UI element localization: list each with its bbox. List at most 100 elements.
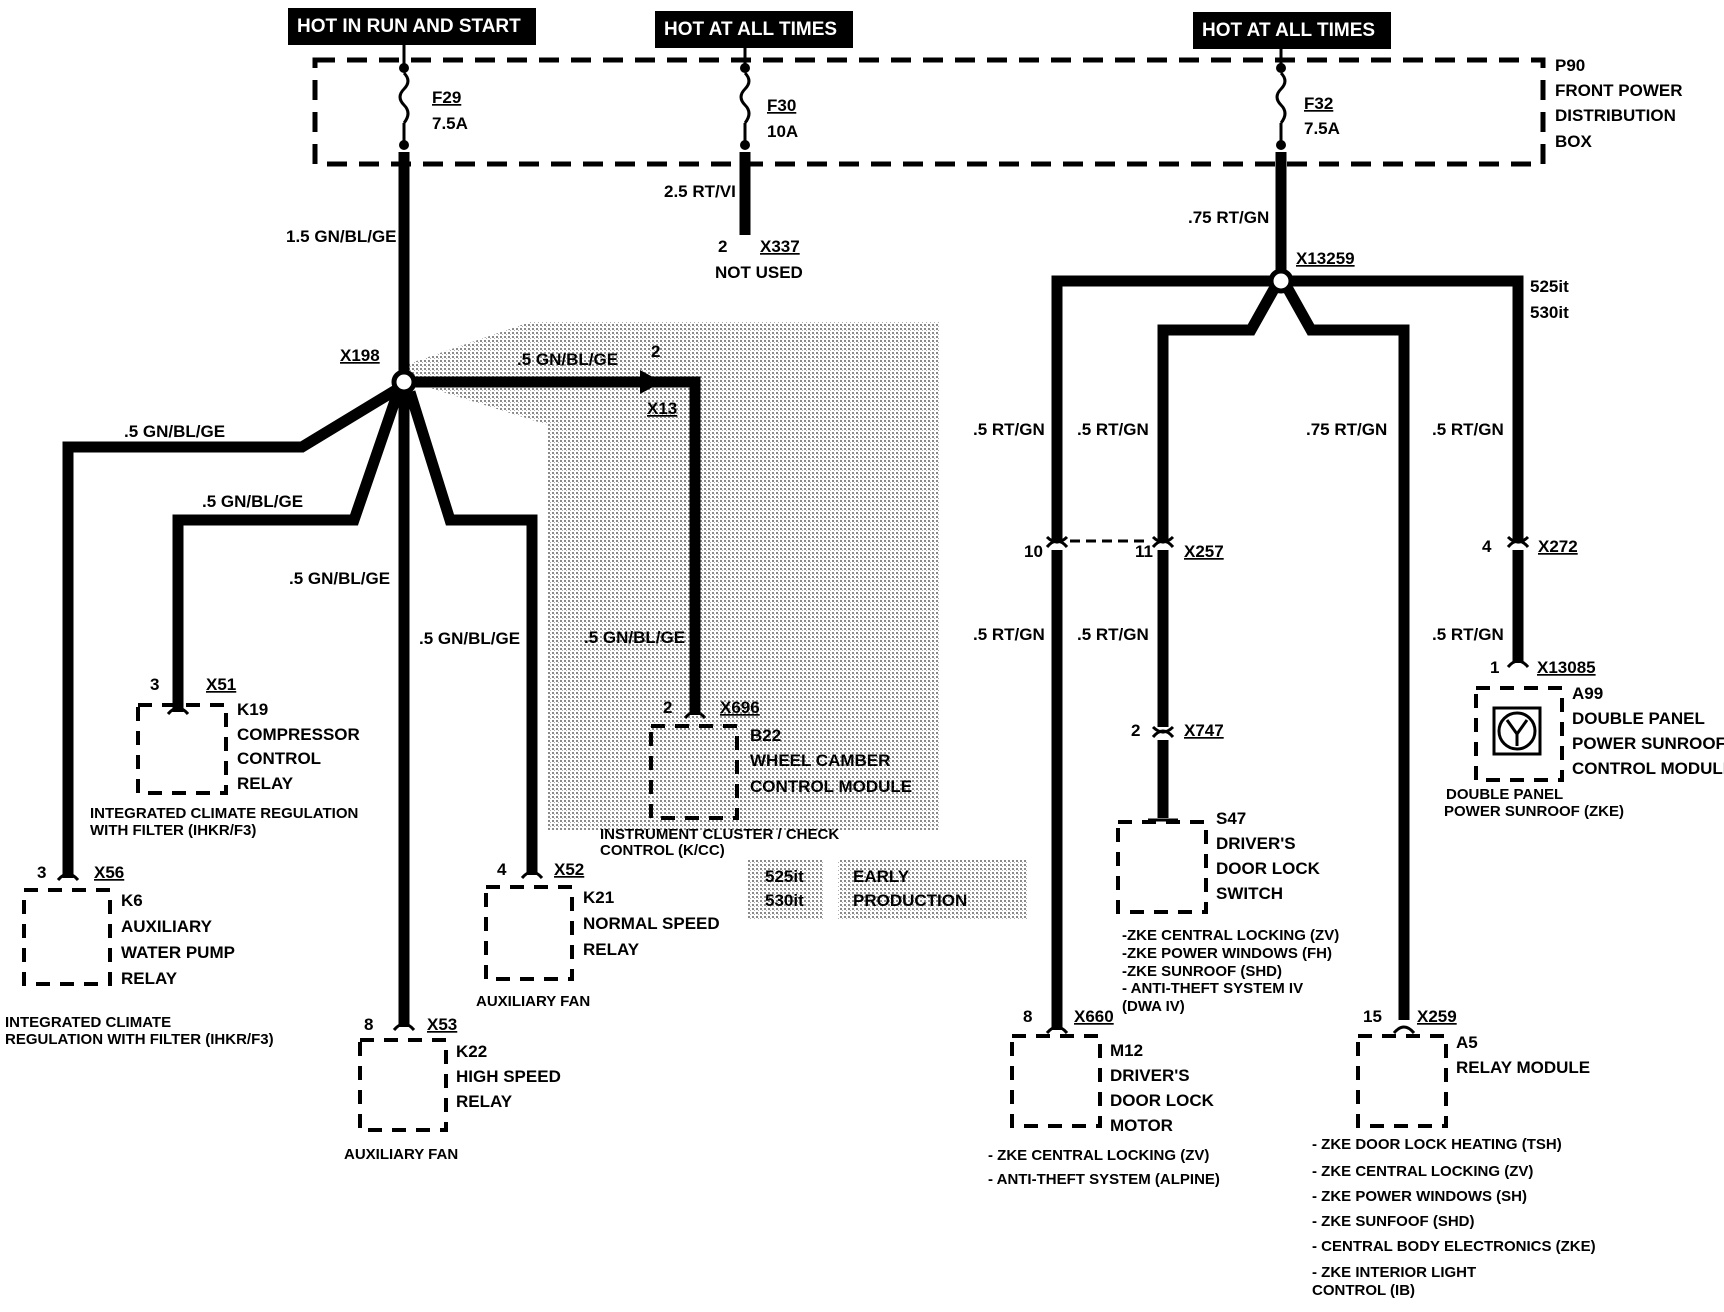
x56-pin: 3 (37, 863, 46, 882)
header-hot-all-times-1: HOT AT ALL TIMES (655, 11, 853, 48)
m12-id: M12 (1110, 1041, 1143, 1060)
wire-label-k19: .5 GN/BL/GE (202, 492, 303, 511)
a5-relay-module-box (1356, 1034, 1448, 1128)
wire-label-rt-a: .5 RT/GN (973, 420, 1045, 439)
svg-text:-ZKE SUNROOF (SHD): -ZKE SUNROOF (SHD) (1122, 963, 1282, 980)
x747-label: X747 (1184, 721, 1224, 740)
a5-id: A5 (1456, 1033, 1478, 1052)
s47-notes: -ZKE CENTRAL LOCKING (ZV) -ZKE POWER WIN… (1122, 927, 1339, 1015)
k21-relay-box (484, 885, 574, 981)
x13085-label: X13085 (1537, 658, 1596, 677)
k22-relay-box (358, 1038, 448, 1132)
k6-id: K6 (121, 891, 143, 910)
header-hot-all-times-2: HOT AT ALL TIMES (1193, 12, 1391, 49)
svg-text:- ZKE DOOR LOCK HEATING (TSH): - ZKE DOOR LOCK HEATING (TSH) (1312, 1136, 1562, 1153)
wire-label-2-5: 2.5 RT/VI (664, 182, 736, 201)
svg-text:- ZKE POWER WINDOWS (SH): - ZKE POWER WINDOWS (SH) (1312, 1188, 1527, 1205)
a99-label-3: CONTROL MODULE (1572, 759, 1724, 778)
a99-note-1: DOUBLE PANEL (1446, 786, 1563, 803)
m12-label-2: DOOR LOCK (1110, 1091, 1215, 1110)
fuse-f30-id: F30 (767, 96, 796, 115)
connector-x13085 (1506, 659, 1530, 669)
connector-x747 (1151, 725, 1175, 739)
connector-x52 (520, 870, 544, 880)
m12-notes: - ZKE CENTRAL LOCKING (ZV) - ANTI-THEFT … (988, 1147, 1220, 1188)
pdb-label-3: BOX (1555, 132, 1593, 151)
a99-label-2: POWER SUNROOF (1572, 734, 1724, 753)
k22-id: K22 (456, 1042, 487, 1061)
x660-label: X660 (1074, 1007, 1114, 1026)
fuse-f32-rating: 7.5A (1304, 119, 1340, 138)
x56-label: X56 (94, 863, 124, 882)
x337-note: NOT USED (715, 263, 803, 282)
wire-label-rt-b2: .5 RT/GN (1077, 625, 1149, 644)
splice-x13259 (1268, 268, 1294, 294)
b22-note-1: INSTRUMENT CLUSTER / CHECK (600, 826, 839, 843)
legend-early-swatch (838, 860, 1028, 920)
front-power-distribution-box (312, 57, 1546, 167)
x259-pin: 15 (1363, 1007, 1382, 1026)
pdb-label-1: FRONT POWER (1555, 81, 1683, 100)
a5-label-1: RELAY MODULE (1456, 1058, 1590, 1077)
sunroof-motor-icon (1492, 706, 1542, 756)
svg-text:- ZKE INTERIOR LIGHT: - ZKE INTERIOR LIGHT (1312, 1264, 1476, 1281)
svg-text:-ZKE POWER WINDOWS (FH): -ZKE POWER WINDOWS (FH) (1122, 945, 1332, 962)
k19-label-1: COMPRESSOR (237, 725, 360, 744)
s47-label-3: SWITCH (1216, 884, 1283, 903)
b22-label-2: CONTROL MODULE (750, 777, 912, 796)
b22-note-2: CONTROL (K/CC) (600, 842, 725, 859)
wire-label-75-top: .75 RT/GN (1188, 208, 1269, 227)
x337-label: X337 (760, 237, 800, 256)
fuse-f29 (398, 45, 410, 150)
k6-relay-box (22, 888, 112, 986)
x52-pin: 4 (497, 860, 507, 879)
connector-x259 (1392, 1025, 1416, 1035)
shaded-early-production-region (405, 322, 940, 830)
connector-x272 (1506, 535, 1530, 549)
svg-text:- ZKE CENTRAL LOCKING (ZV): - ZKE CENTRAL LOCKING (ZV) (988, 1147, 1209, 1164)
x53-pin: 8 (364, 1015, 373, 1034)
fuse-f30 (739, 48, 751, 150)
svg-text:- ZKE SUNFOOF (SHD): - ZKE SUNFOOF (SHD) (1312, 1213, 1475, 1230)
k21-label-1: NORMAL SPEED (583, 914, 720, 933)
header-hot-run-start: HOT IN RUN AND START (288, 8, 536, 45)
x257-pin-a: 10 (1024, 542, 1043, 561)
wire-label-1-5: 1.5 GN/BL/GE (286, 227, 397, 246)
splice-x13259-label: X13259 (1296, 249, 1355, 268)
a99-id: A99 (1572, 684, 1603, 703)
wire-label-k22: .5 GN/BL/GE (289, 569, 390, 588)
x272-pin: 4 (1482, 537, 1492, 556)
wire-label-75-c: .75 RT/GN (1306, 420, 1387, 439)
x51-label: X51 (206, 675, 236, 694)
svg-text:- CENTRAL BODY ELECTRONICS (Z: - CENTRAL BODY ELECTRONICS (ZKE) (1312, 1238, 1596, 1255)
svg-text:- ZKE CENTRAL LOCKING (ZV): - ZKE CENTRAL LOCKING (ZV) (1312, 1163, 1533, 1180)
legend-model-swatch (748, 860, 823, 920)
s47-label-2: DOOR LOCK (1216, 859, 1321, 878)
x257-label: X257 (1184, 542, 1224, 561)
splice-x198-label: X198 (340, 346, 380, 365)
x696-label: X696 (720, 698, 760, 717)
fuse-f29-rating: 7.5A (432, 114, 468, 133)
m12-motor-box (1010, 1034, 1102, 1128)
x52-label: X52 (554, 860, 584, 879)
connector-x257 (1045, 535, 1175, 549)
k6-note-2: REGULATION WITH FILTER (IHKR/F3) (5, 1031, 274, 1048)
connector-x660 (1045, 1025, 1069, 1035)
svg-text:-ZKE CENTRAL LOCKING (ZV): -ZKE CENTRAL LOCKING (ZV) (1122, 927, 1339, 944)
x13085-pin: 1 (1490, 658, 1499, 677)
x747-pin: 2 (1131, 721, 1140, 740)
connector-x53 (392, 1022, 416, 1032)
x13-pin: 2 (651, 342, 660, 361)
svg-text:- ANTI-THEFT SYSTEM IV: - ANTI-THEFT SYSTEM IV (1122, 980, 1303, 997)
svg-text:(DWA IV): (DWA IV) (1122, 998, 1185, 1015)
k19-note-1: INTEGRATED CLIMATE REGULATION (90, 805, 358, 822)
svg-text:HOT AT ALL TIMES: HOT AT ALL TIMES (1202, 20, 1375, 41)
connector-x51 (166, 706, 190, 716)
k6-note-1: INTEGRATED CLIMATE (5, 1014, 171, 1031)
legend-model-1: 525it (765, 867, 804, 886)
x660-pin: 8 (1023, 1007, 1032, 1026)
k19-note-2: WITH FILTER (IHKR/F3) (90, 822, 256, 839)
b22-module-box (649, 724, 739, 820)
svg-text:- ANTI-THEFT SYSTEM (ALPINE): - ANTI-THEFT SYSTEM (ALPINE) (988, 1171, 1220, 1188)
